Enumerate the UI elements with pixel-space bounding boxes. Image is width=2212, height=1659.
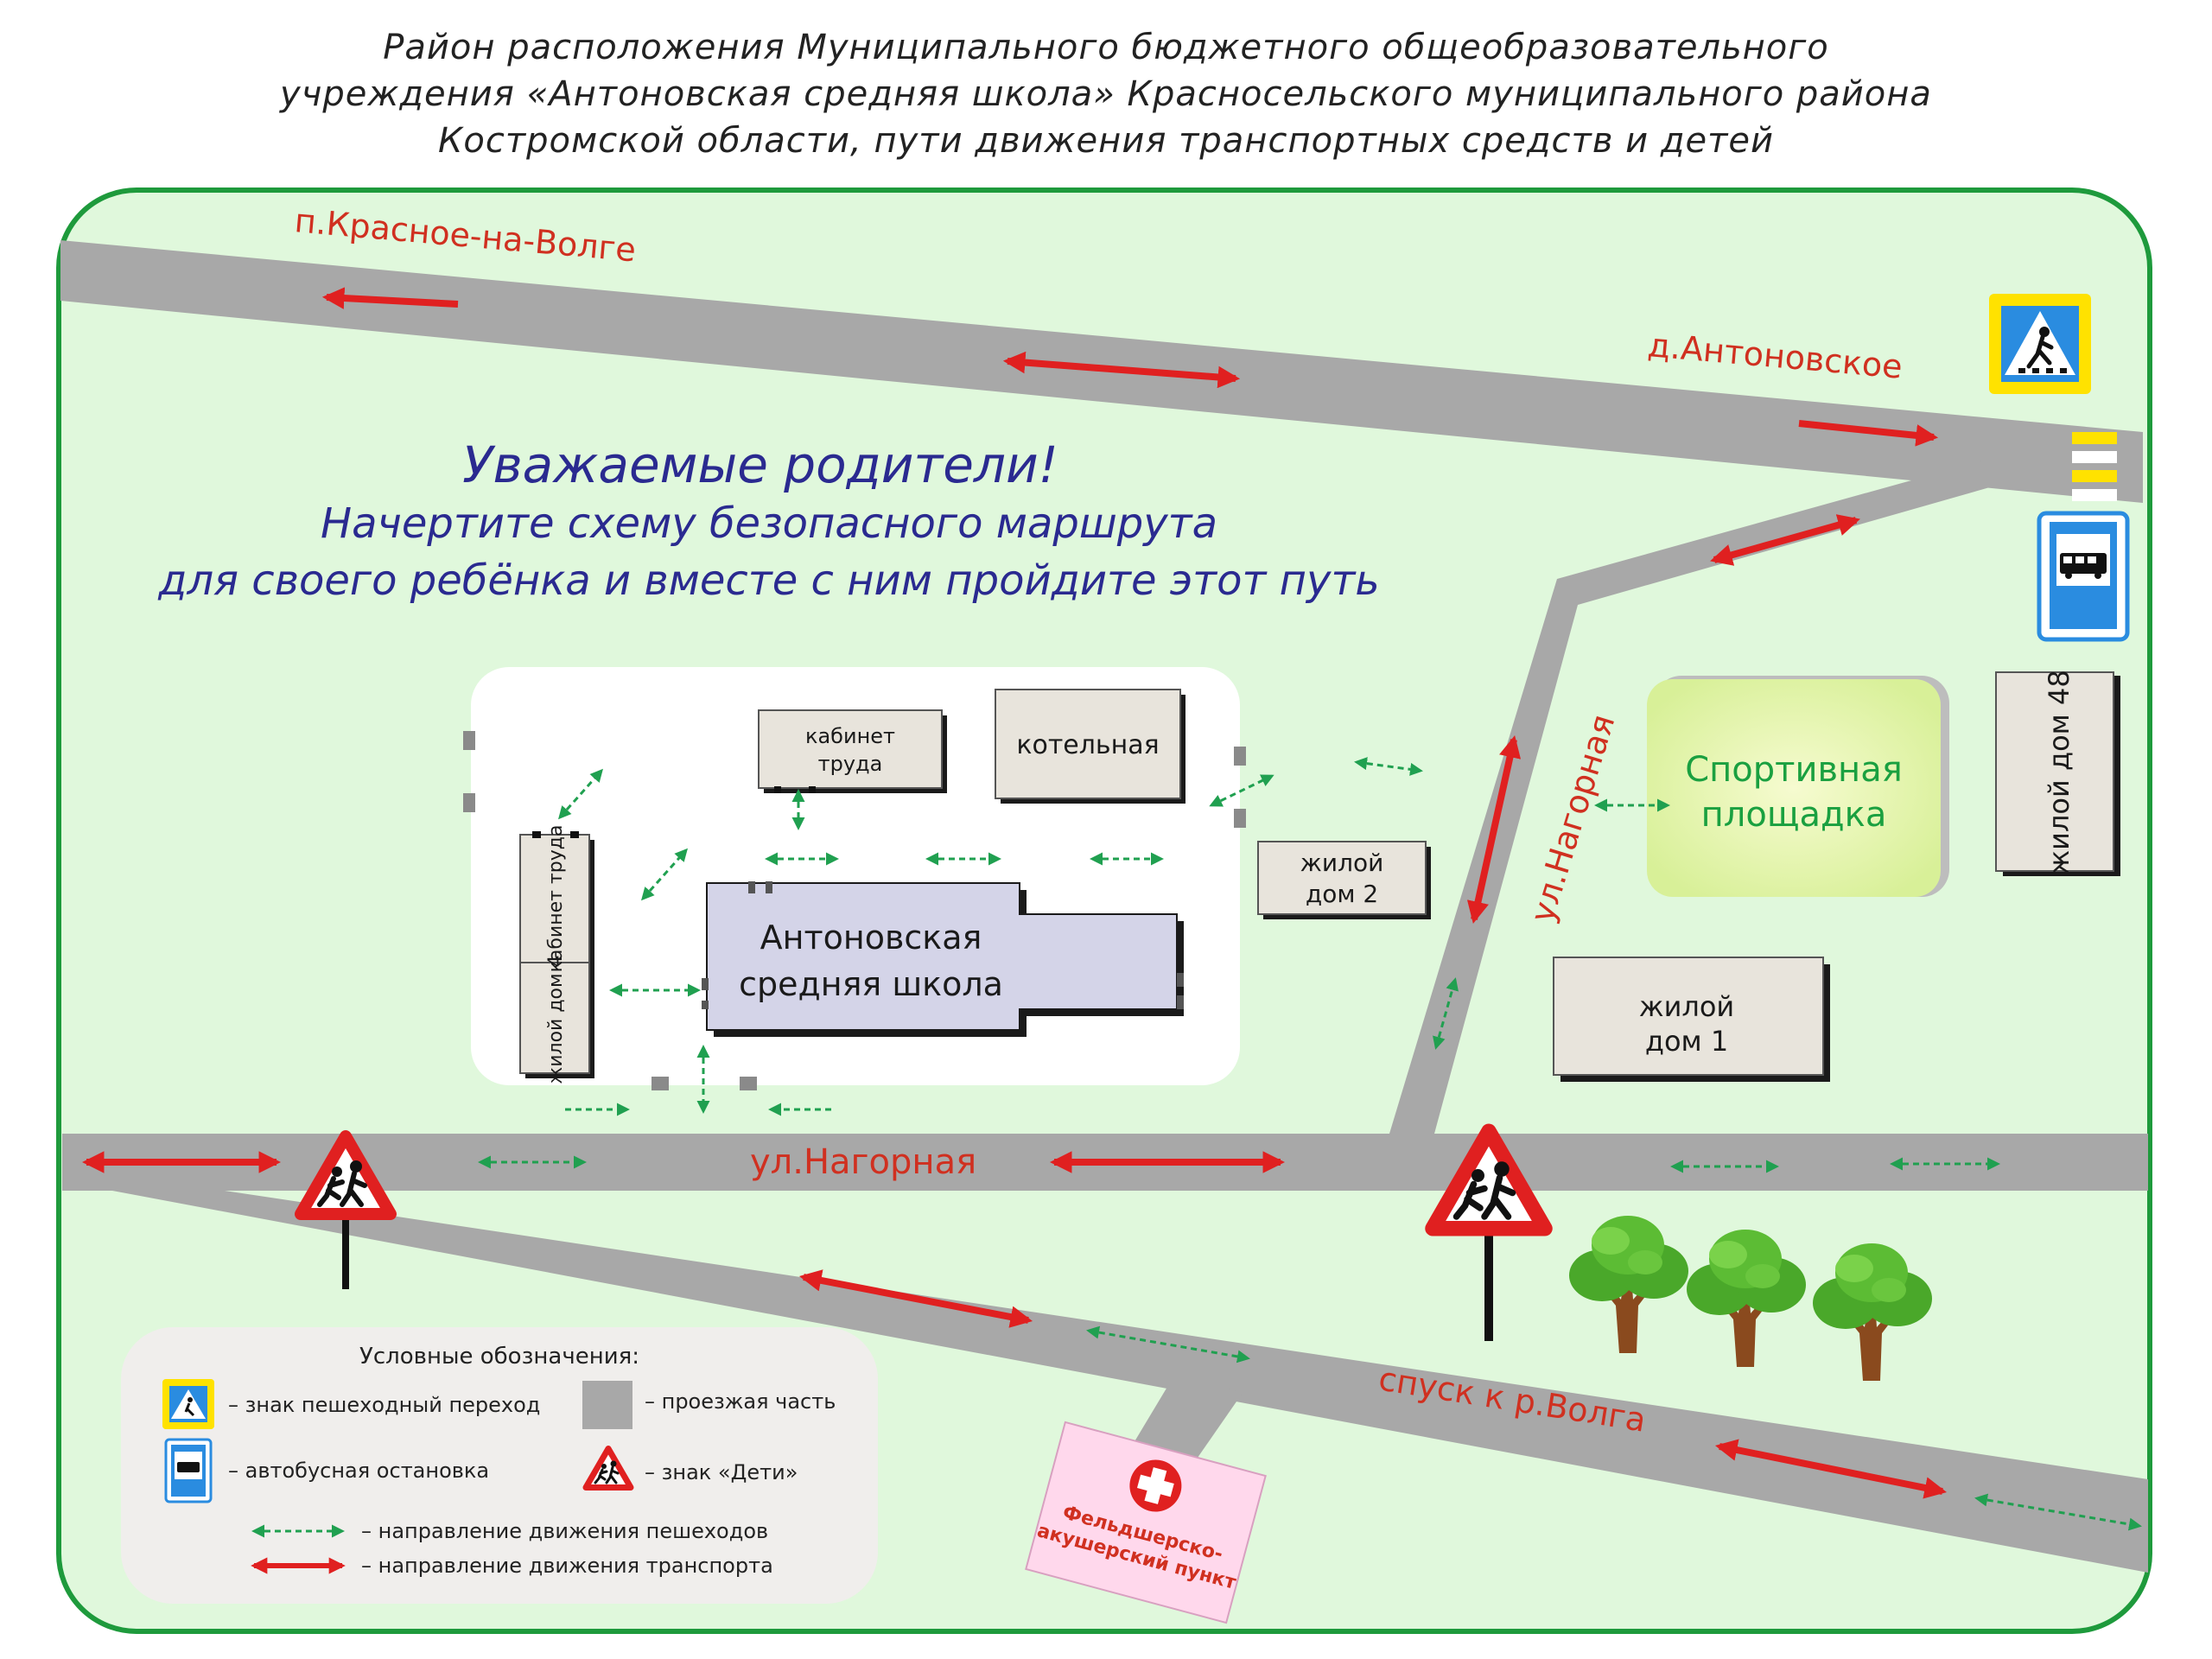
pedestrian-arrow [641,848,688,901]
legend-road-label: – проезжая часть [645,1389,836,1414]
pedestrian-arrow [1974,1493,2142,1531]
pedestrian-arrow [1354,757,1423,776]
transport-arrow [1710,514,1860,566]
pedestrian-arrow [1209,774,1274,807]
title-line-3: Костромской области, пути движения транс… [437,121,1774,161]
pedestrian-arrows [478,757,2142,1531]
transport-arrow [321,287,459,309]
house2-label-2: дом 2 [1306,880,1378,908]
road-spusk [112,1191,2148,1573]
gates [463,731,1246,1090]
title-line-2: учреждения «Антоновская средняя школа» К… [280,74,1932,114]
transport-arrow [1466,735,1522,924]
legend-road-swatch [582,1381,632,1429]
road-label-nagornaya-main: ул.Нагорная [750,1142,976,1182]
appeal-line-2: для своего ребёнка и вместе с ним пройди… [157,556,1379,605]
house1-label-2: дом 1 [1645,1025,1728,1058]
school-label-1: Антоновская [760,918,982,957]
legend-crossing-icon [162,1379,214,1429]
appeal-line-1: Начертите схему безопасного маршрута [321,499,1217,548]
building-house-1: жилой дом 1 [1553,957,1830,1082]
bus-stop-icon [2037,511,2130,642]
legend-transport-label: – направление движения транспорта [361,1554,773,1578]
transport-arrow [1714,1439,1948,1499]
legend-bus-icon [164,1438,213,1503]
legend-children-label: – знак «Дети» [645,1460,798,1484]
legend-pedestrian-label: – направление движения пешеходов [361,1519,768,1543]
legend-bus-label: – автобусная остановка [228,1459,489,1483]
pedestrian-arrow [1433,977,1459,1050]
building-kotelnaya: котельная [995,689,1185,804]
zebra-crossing [2072,432,2117,501]
kabinet-side-label: кабинет труда [545,825,567,973]
transport-arrows [81,287,1948,1499]
children-sign-left [301,1136,391,1289]
sport-ground: Спортивная площадка [1647,676,1949,897]
map-title: Район расположения Муниципального бюджет… [0,24,2212,164]
house4-label: жилой дом 4 [545,955,567,1084]
sport-label-1: Спортивная [1685,750,1903,790]
sport-label-2: площадка [1701,795,1887,835]
appeal-heading: Уважаемые родители! [462,435,1058,494]
pedestrian-crossing-icon [1989,294,2091,394]
transport-arrow [798,1269,1033,1328]
kotelnaya-label: котельная [1016,730,1159,760]
house48-label: жилой дом 48 [2043,670,2075,874]
building-kabinet-top: кабинет труда [758,709,947,793]
building-school: Антоновская средняя школа [702,881,1184,1037]
legend-title: Условные обозначения: [359,1344,639,1370]
title-line-1: Район расположения Муниципального бюджет… [383,28,1829,67]
children-sign-right [1433,1131,1545,1341]
legend-crossing-label: – знак пешеходный переход [228,1393,540,1417]
transport-arrow [1002,351,1241,389]
road-nagornaya-side [1389,442,2056,1134]
building-house-48: жилой дом 48 [1995,670,2120,876]
legend: Условные обозначения: – знак пешеходный … [121,1327,878,1604]
kabinet-top-label-2: труда [818,752,883,776]
kabinet-top-label-1: кабинет [805,724,895,748]
school-label-2: средняя школа [739,965,1003,1003]
house2-label-1: жилой [1300,849,1384,877]
pedestrian-arrow [558,768,603,820]
building-west-block: кабинет труда жилой дом 4 [519,825,594,1084]
house1-label-1: жилой [1639,990,1734,1023]
transport-arrow [1798,420,1939,447]
medical-point: Фельдшерско- акушерский пункт [1025,1421,1267,1624]
building-house-2: жилой дом 2 [1257,841,1431,919]
